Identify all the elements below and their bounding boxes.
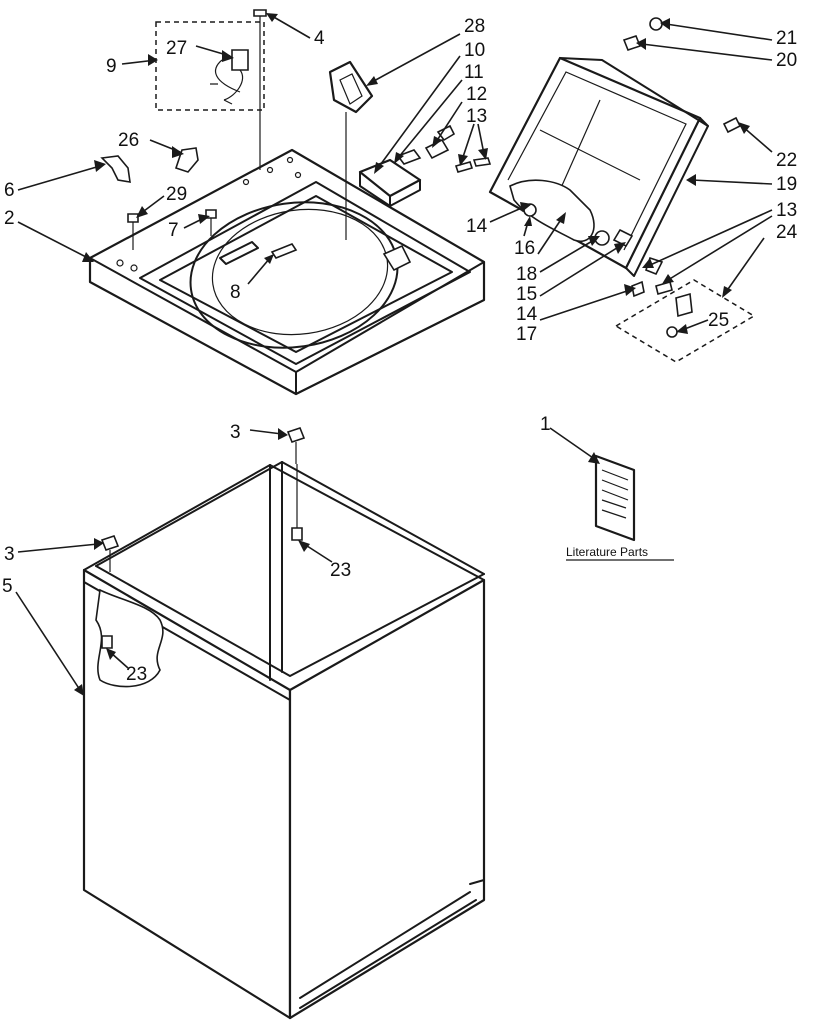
callout-23-right: 23 xyxy=(330,560,351,581)
callout-13-top: 13 xyxy=(466,106,487,127)
callout-26: 26 xyxy=(118,130,139,151)
callout-10: 10 xyxy=(464,40,485,61)
callout-numbers: 1 2 3 3 4 5 6 7 8 9 10 11 12 13 13 14 14… xyxy=(2,16,798,685)
callout-18: 18 xyxy=(516,264,537,285)
callout-1: 1 xyxy=(540,414,551,435)
callout-25: 25 xyxy=(708,310,729,331)
lid xyxy=(488,56,709,277)
callout-13-right: 13 xyxy=(776,200,797,221)
part-27 xyxy=(231,49,249,71)
leader-lines xyxy=(15,13,773,696)
callout-5: 5 xyxy=(2,576,13,597)
callout-2: 2 xyxy=(4,208,15,229)
callout-24: 24 xyxy=(776,222,798,243)
part-28 xyxy=(328,60,374,114)
callout-20: 20 xyxy=(776,50,797,71)
callout-4: 4 xyxy=(314,28,325,49)
callout-27: 27 xyxy=(166,38,187,59)
literature-booklet xyxy=(594,454,636,542)
callout-8: 8 xyxy=(230,282,241,303)
callout-14-upper: 14 xyxy=(466,216,488,237)
callout-21: 21 xyxy=(776,28,797,49)
callout-29: 29 xyxy=(166,184,187,205)
callout-17: 17 xyxy=(516,324,537,345)
callout-12: 12 xyxy=(466,84,487,105)
literature-label: Literature Parts xyxy=(566,545,648,559)
callout-15: 15 xyxy=(516,284,537,305)
callout-3-top: 3 xyxy=(230,422,241,443)
callout-7: 7 xyxy=(168,220,179,241)
box-part-24 xyxy=(614,279,756,363)
box-part-9 xyxy=(155,21,265,111)
callout-6: 6 xyxy=(4,180,15,201)
callout-11: 11 xyxy=(464,62,484,83)
callout-16: 16 xyxy=(514,238,535,259)
callout-3-left: 3 xyxy=(4,544,15,565)
cabinet xyxy=(82,461,486,1020)
callout-23-left: 23 xyxy=(126,664,147,685)
callout-14-lower: 14 xyxy=(516,304,538,325)
callout-19: 19 xyxy=(776,174,797,195)
callout-28: 28 xyxy=(464,16,485,37)
callout-22: 22 xyxy=(776,150,797,171)
callout-9: 9 xyxy=(106,56,117,77)
top-panel xyxy=(88,148,486,396)
